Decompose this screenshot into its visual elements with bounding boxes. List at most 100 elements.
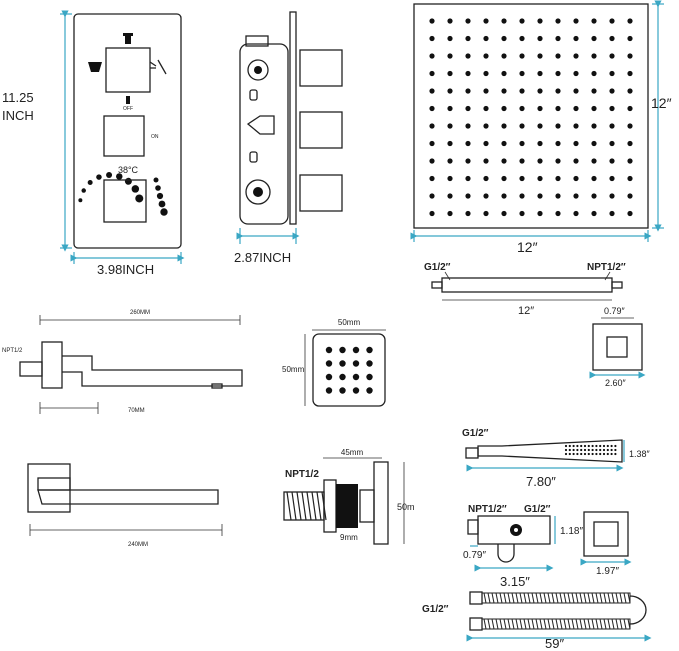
hand-nozzle-dot <box>591 452 594 456</box>
nozzle-dot <box>609 70 615 77</box>
hose-coil <box>611 592 615 604</box>
nozzle-dot <box>591 53 597 59</box>
arm-flange-label: 0.79″ <box>604 306 626 316</box>
nozzle-dot <box>555 158 561 164</box>
jet-side-height-label: 50m <box>397 502 415 512</box>
nozzle-dot <box>447 70 453 77</box>
jet-nozzle-dot <box>352 360 360 367</box>
nozzle-dot <box>429 70 435 77</box>
hand-nozzle-dot <box>583 444 587 448</box>
jet-nozzle-dot <box>366 387 373 394</box>
nozzle-dot <box>591 35 597 42</box>
hand-nozzle-dot <box>576 452 579 456</box>
hand-nozzle-dot <box>564 444 568 448</box>
nozzle-dot <box>465 175 471 182</box>
nozzle-dot <box>573 70 579 77</box>
nozzle-dot <box>537 193 543 199</box>
nozzle-dot <box>591 105 597 112</box>
nozzle-dot <box>609 88 615 94</box>
nozzle-dot <box>465 193 471 199</box>
jet-nozzle-dot <box>325 387 333 394</box>
jet-nozzle-dot <box>339 360 346 367</box>
valve-depth-label: 2.87INCH <box>234 250 291 265</box>
temp-dot <box>158 200 166 208</box>
nozzle-dot <box>627 53 633 59</box>
rain-shower-head <box>413 3 649 229</box>
hose-coil <box>579 592 583 604</box>
hand-nozzle-dot <box>572 452 575 456</box>
nozzle-dot <box>537 175 543 182</box>
jet-nozzle-dot <box>325 346 333 354</box>
nozzle-dot <box>519 35 525 42</box>
jet-side-width-label: 45mm <box>341 448 364 457</box>
hose-coil <box>579 618 583 630</box>
hose-coil <box>571 618 575 630</box>
jet-nozzle-dot <box>352 387 360 394</box>
nozzle-dot <box>555 123 561 129</box>
temp-dot <box>87 179 93 185</box>
nozzle-dot <box>501 158 507 164</box>
hose-coil <box>623 618 627 630</box>
nozzle-dot <box>591 18 597 24</box>
nozzle-dot <box>501 53 507 59</box>
jet-side-threads <box>286 491 327 521</box>
elbow-plate <box>583 511 629 557</box>
nozzle-dot <box>537 35 543 42</box>
elbow-plate-label: 1.97″ <box>596 566 619 577</box>
nozzle-dot <box>555 105 561 112</box>
hose-coil <box>495 618 499 630</box>
nozzle-dot <box>627 210 633 217</box>
nozzle-dot <box>519 88 525 94</box>
nozzle-dot <box>573 175 579 182</box>
thread-line <box>311 491 317 521</box>
hand-nozzle-dot <box>595 448 598 452</box>
hose-coil <box>623 592 627 604</box>
elbow-height-label: 1.18″ <box>560 526 583 537</box>
arm-right-thread-label: NPT1/2″ <box>587 262 626 273</box>
jet-nozzle-dot <box>352 373 360 381</box>
nozzle-dot <box>447 210 453 217</box>
nozzle-dot <box>501 140 507 147</box>
hose-coil <box>599 618 603 630</box>
hand-nozzle-dot <box>580 444 583 448</box>
hand-shower-nozzles <box>564 444 617 456</box>
hose-coil <box>503 592 507 604</box>
spout-thread <box>19 361 43 377</box>
nozzle-dot <box>429 35 435 42</box>
nozzle-dot <box>483 158 489 164</box>
nozzle-dot <box>447 35 453 42</box>
hose-coil <box>487 592 491 604</box>
temp-dot <box>160 208 168 216</box>
nozzle-dot <box>429 53 435 59</box>
hose-coil <box>547 592 551 604</box>
hand-thread-label: G1/2″ <box>462 428 489 439</box>
temp-dot <box>106 172 113 179</box>
hose-coil <box>523 618 527 630</box>
nozzle-dot <box>555 53 561 59</box>
nozzle-dot <box>447 53 453 59</box>
nozzle-dot <box>555 18 561 24</box>
valve-faceplate <box>73 13 182 249</box>
nozzle-dot <box>627 105 633 112</box>
hose-coil <box>627 592 631 604</box>
hose-coil <box>591 618 595 630</box>
hand-nozzle-dot <box>587 444 590 448</box>
nozzle-dot <box>627 175 633 182</box>
middle-handle <box>299 111 343 149</box>
body-jet-face <box>312 333 386 407</box>
nozzle-dot <box>483 35 489 42</box>
hand-nozzle-dot <box>595 452 598 456</box>
hose-coil <box>551 592 555 604</box>
nozzle-dot <box>591 70 597 77</box>
hose-coil <box>575 618 579 630</box>
hose-coil <box>499 618 503 630</box>
nozzle-dot <box>465 140 471 147</box>
hose-coil <box>571 592 575 604</box>
nozzle-dot <box>483 18 489 24</box>
nozzle-dot <box>429 88 435 94</box>
hand-nozzle-dot <box>591 448 594 452</box>
spout-flange <box>41 341 63 389</box>
nozzle-dot <box>573 88 579 94</box>
off-indicator-icon <box>126 96 130 104</box>
nozzle-dot <box>465 88 471 94</box>
